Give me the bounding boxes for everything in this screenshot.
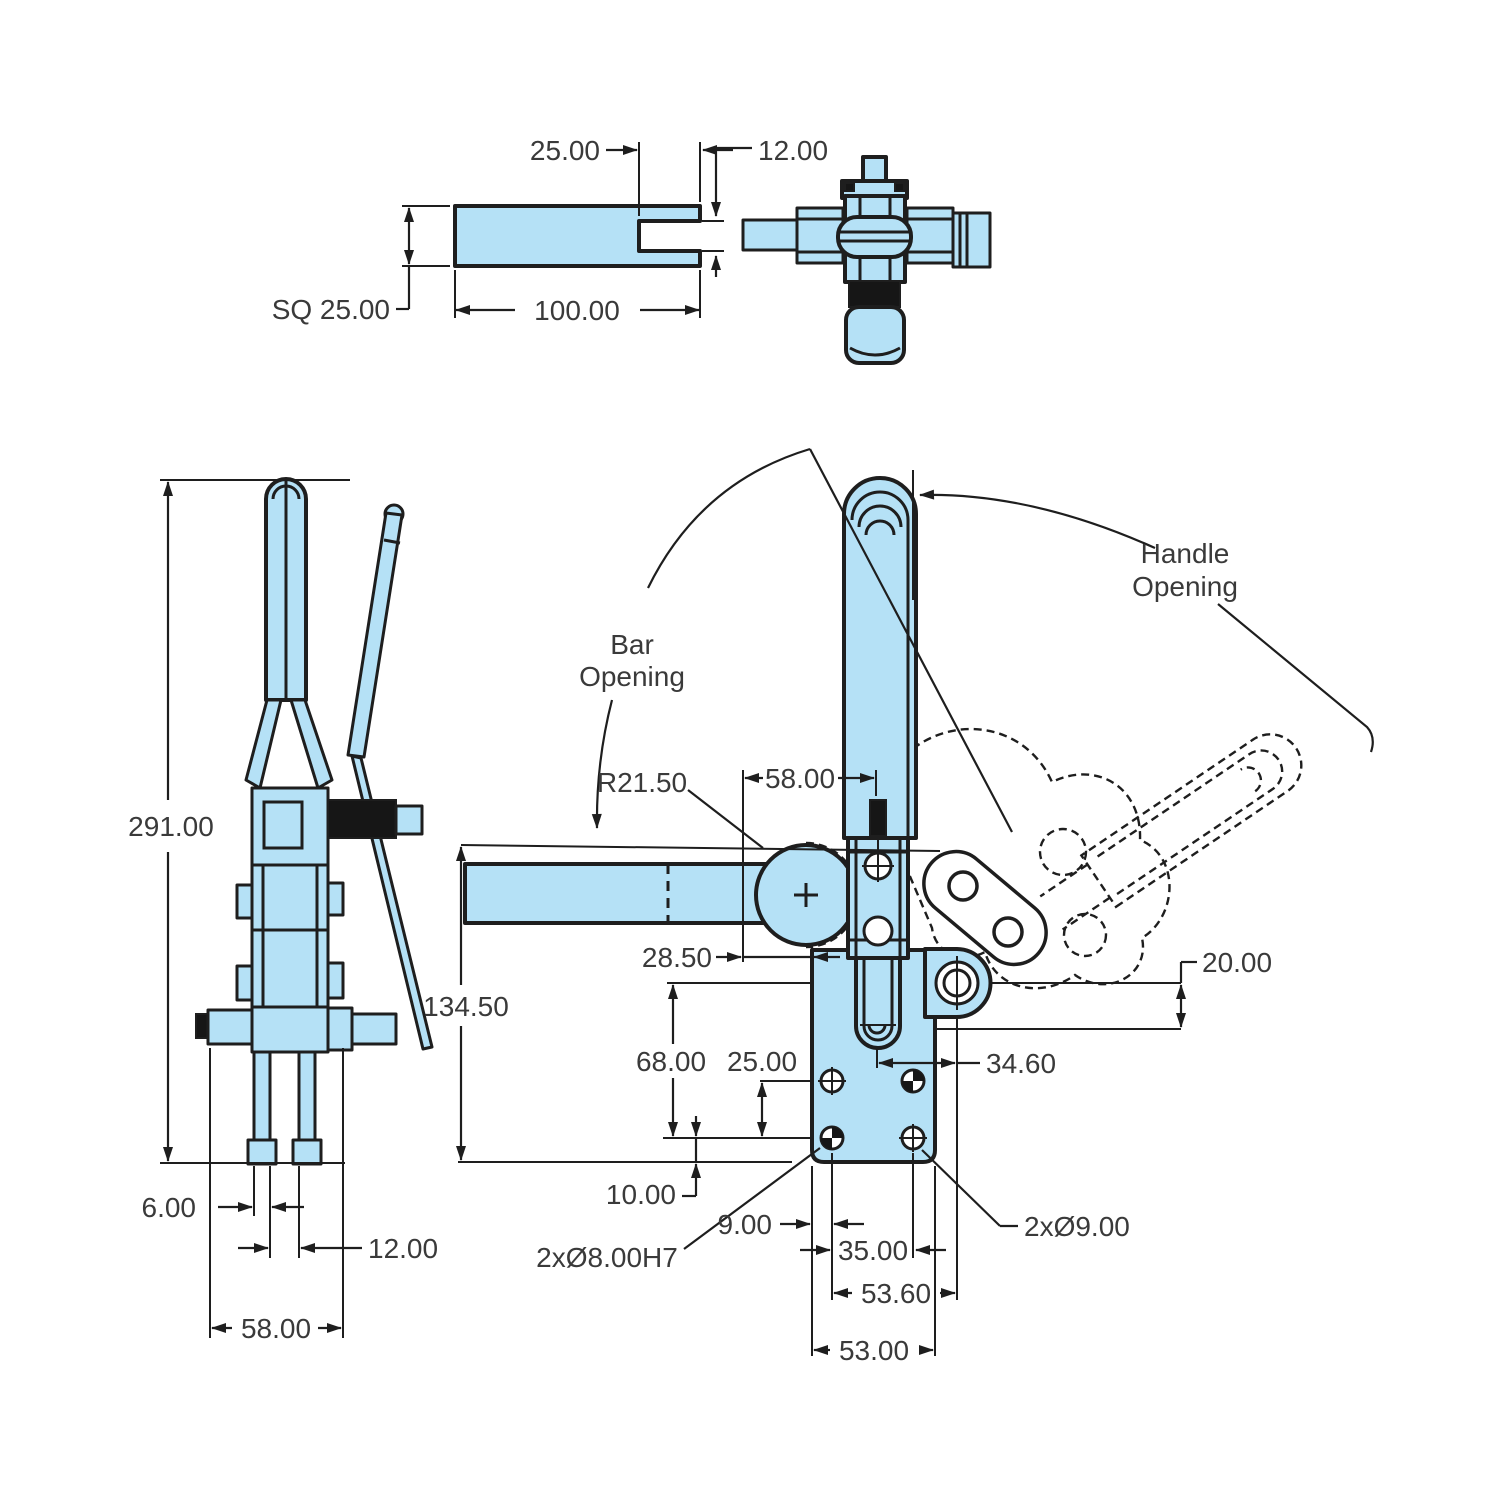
- side-leg-right: [297, 1050, 317, 1150]
- dim-text-100: 100.00: [534, 295, 620, 326]
- dim-text-6: 6.00: [142, 1192, 197, 1223]
- side-open-handle: [346, 503, 434, 1051]
- label-handle-opening-1: Handle: [1141, 538, 1230, 569]
- handle-opening-arc: [919, 489, 1156, 550]
- hole-top-left: [818, 1067, 846, 1095]
- hole-top-right: [900, 1068, 926, 1094]
- top-bar-left: [741, 218, 801, 252]
- side-left-tab: [206, 1008, 254, 1046]
- dim-text-53: 53.00: [839, 1335, 909, 1366]
- top-view: [741, 155, 992, 365]
- dim-edge-to-hole: 9.00: [718, 1153, 864, 1356]
- dim-text-35: 35.00: [838, 1235, 908, 1266]
- dim-bar-to-spindle: 58.00: [742, 763, 877, 962]
- callout-dowel-holes: 2xØ8.00H7: [536, 1147, 821, 1273]
- dim-pivot-to-holes: 68.00: [636, 984, 706, 1137]
- dim-hole-to-pivot-h: 53.60: [833, 1068, 958, 1309]
- clamp-bar: [463, 862, 777, 925]
- dim-hole-spacing-h: 35.00: [800, 1153, 946, 1266]
- top-grip-bulge: [836, 215, 913, 259]
- bar-opening-arc-upper: [647, 447, 811, 589]
- top-fork-left: [795, 206, 845, 265]
- side-thread-bolt: [327, 799, 397, 839]
- side-view: 291.00 6.00 12.00 58.00: [128, 477, 438, 1344]
- callout-clearance-holes: 2xØ9.00: [921, 1149, 1130, 1242]
- arm-slot: [854, 956, 902, 1050]
- dim-text-5360: 53.60: [861, 1278, 931, 1309]
- dim-text-2x9: 2xØ9.00: [1024, 1211, 1130, 1242]
- dim-base-foot: 10.00: [606, 1116, 701, 1210]
- dim-text-sq25: SQ 25.00: [272, 294, 390, 325]
- dim-text-58front: 58.00: [765, 763, 835, 794]
- top-bar-right: [951, 211, 992, 269]
- top-thread: [848, 280, 901, 308]
- bar-with-slot: [453, 204, 702, 268]
- dim-bar-to-base: 28.50: [642, 942, 840, 973]
- dim-hole-row-spacing: 25.00: [727, 1046, 797, 1137]
- dim-base-width: 53.00: [813, 1166, 936, 1366]
- dim-overall-height: 291.00: [128, 479, 350, 1164]
- dim-text-12: 12.00: [758, 135, 828, 166]
- dim-text-9: 9.00: [718, 1209, 773, 1240]
- dim-text-68: 68.00: [636, 1046, 706, 1077]
- dim-slot-width: 12.00: [702, 135, 828, 277]
- dim-text-10: 10.00: [606, 1179, 676, 1210]
- side-leg-left: [252, 1050, 272, 1150]
- phantom-open-handle: [1039, 733, 1303, 931]
- label-handle-opening-2: Opening: [1132, 571, 1238, 602]
- top-spindle-tip: [861, 155, 888, 183]
- link-plate: [922, 849, 1048, 967]
- dim-text-8h7: 2xØ8.00H7: [536, 1242, 678, 1273]
- dim-text-58side: 58.00: [241, 1313, 311, 1344]
- dim-text-20: 20.00: [1202, 947, 1272, 978]
- phantom-cam-outline: [901, 727, 1171, 990]
- hole-bottom-right: [899, 1124, 927, 1152]
- dim-slot-to-pivot: 34.60: [876, 1017, 1056, 1079]
- dim-text-25: 25.00: [530, 135, 600, 166]
- base-plate: [810, 948, 937, 1164]
- dim-text-13450: 134.50: [423, 991, 509, 1022]
- opening-indicators: Bar Opening Handle Opening: [579, 447, 1374, 833]
- dim-text-12b: 12.00: [368, 1233, 438, 1264]
- side-mechanism: [195, 786, 424, 1166]
- detail-view-slotted-bar: 25.00 12.00 SQ 25.00 100.00: [272, 135, 828, 326]
- dim-boss-radius: R21.50: [597, 767, 764, 849]
- label-bar-opening-1: Bar: [610, 629, 654, 660]
- dim-bar-length: 100.00: [454, 270, 701, 326]
- dim-foot-width: 6.00: [142, 1166, 304, 1258]
- dim-fork-gap: 12.00: [238, 1166, 438, 1264]
- front-view: Bar Opening Handle Opening R21.50 58.00 …: [423, 447, 1374, 1366]
- label-bar-opening-2: Opening: [579, 661, 685, 692]
- side-grip: [244, 477, 334, 790]
- pivot-lug: [923, 947, 993, 1020]
- handle-opening-ext-line: [1217, 603, 1374, 753]
- top-foot: [844, 305, 906, 365]
- dim-bar-square: SQ 25.00: [272, 205, 450, 325]
- dim-slot-depth: 25.00: [530, 135, 733, 216]
- dim-text-3460: 34.60: [986, 1048, 1056, 1079]
- dim-pivot-drop: 20.00: [1176, 947, 1272, 1028]
- rotated-bar-line: [809, 448, 1013, 833]
- dim-side-base-width: 58.00: [209, 1048, 344, 1344]
- dim-front-overall: 134.50: [423, 846, 509, 1161]
- dim-text-2850: 28.50: [642, 942, 712, 973]
- dim-text-291: 291.00: [128, 811, 214, 842]
- side-right-tab: [350, 1012, 398, 1046]
- top-fork-right: [905, 206, 955, 265]
- dim-text-r2150: R21.50: [597, 767, 687, 798]
- bar-opening-arc-lower: [591, 699, 614, 829]
- hole-bottom-left: [819, 1125, 845, 1151]
- spindle-pin: [869, 799, 887, 837]
- arm-details: [862, 799, 894, 947]
- mounting-holes: [818, 1067, 927, 1152]
- bar-pivot-boss: [754, 843, 858, 947]
- dim-text-25holes: 25.00: [727, 1046, 797, 1077]
- closed-handle-grip: [842, 476, 918, 840]
